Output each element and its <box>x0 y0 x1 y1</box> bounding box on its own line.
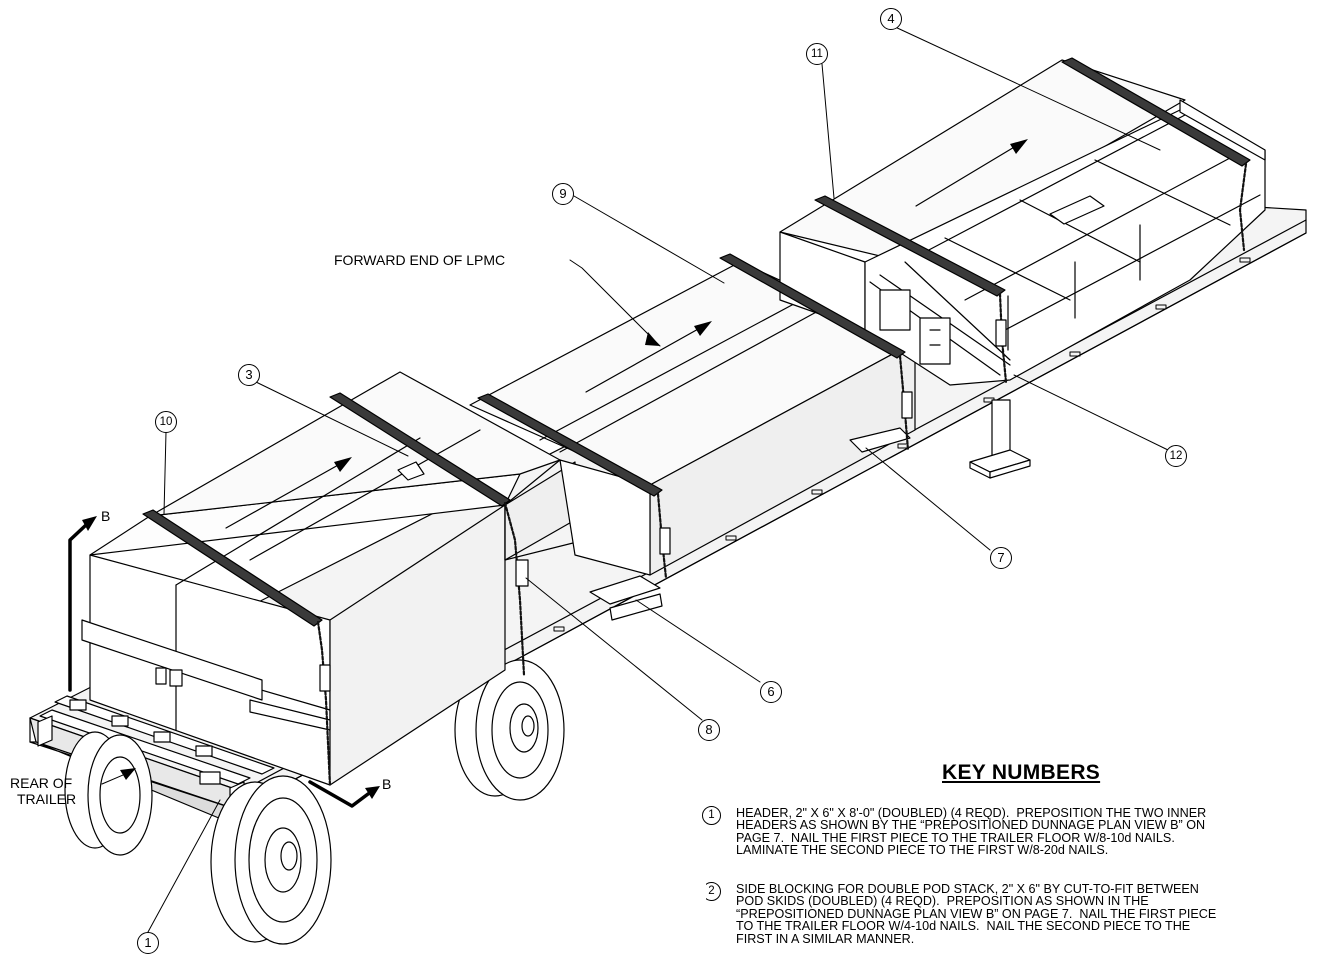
leader-arrowhead-rear <box>120 768 136 780</box>
rear-wheels <box>64 659 565 945</box>
key-note-1: 1 HEADER, 2" X 6" X 8'-0" (DOUBLED) (4 R… <box>702 806 1324 868</box>
callout-12: 12 <box>1165 445 1187 467</box>
section-b-arrowhead-top <box>82 516 97 531</box>
callout-9: 9 <box>552 183 574 205</box>
key-note-2: 2 SIDE BLOCKING FOR DOUBLE POD STACK, 2"… <box>706 882 1324 959</box>
forward-arrowheads <box>334 139 1028 472</box>
chain-binders <box>319 319 1007 692</box>
section-b-arrowhead-bottom <box>365 786 380 799</box>
section-b-marker-bottom <box>308 780 370 808</box>
callout-10: 10 <box>155 411 177 433</box>
forward-end-label: FORWARD END OF LPMC <box>334 252 506 268</box>
key-note-2-number: 2 <box>706 882 721 901</box>
forward-container <box>779 59 1266 386</box>
middle-container <box>469 261 916 621</box>
callout-11: 11 <box>806 43 828 65</box>
rear-of-trailer-label-line1: REAR OF <box>10 775 73 791</box>
key-note-1-number: 1 <box>702 806 721 825</box>
callout-8: 8 <box>698 719 720 741</box>
rear-of-trailer-label-line2: TRAILER <box>17 791 77 807</box>
rear-pod-stack <box>81 371 586 786</box>
forward-arrows <box>225 145 1017 529</box>
leader-lines <box>101 25 1169 933</box>
leader-arrowhead-forward-end <box>645 332 660 346</box>
section-b-marker-top <box>68 523 88 692</box>
rear-header-dunnage <box>37 695 275 813</box>
callout-7: 7 <box>990 547 1012 569</box>
callout-4: 4 <box>880 8 902 30</box>
callout-3: 3 <box>238 364 260 386</box>
section-b-label-top: B <box>101 508 111 524</box>
callout-1: 1 <box>137 932 159 954</box>
key-note-2-text: SIDE BLOCKING FOR DOUBLE POD STACK, 2" X… <box>736 882 1217 946</box>
top-headers <box>142 57 1251 627</box>
section-b-label-bottom: B <box>382 776 392 792</box>
callout-6: 6 <box>760 681 782 703</box>
landing-gear <box>969 399 1031 479</box>
key-note-1-text: HEADER, 2" X 6" X 8'-0" (DOUBLED) (4 REQ… <box>736 806 1207 858</box>
key-numbers-title: KEY NUMBERS <box>942 761 1101 784</box>
